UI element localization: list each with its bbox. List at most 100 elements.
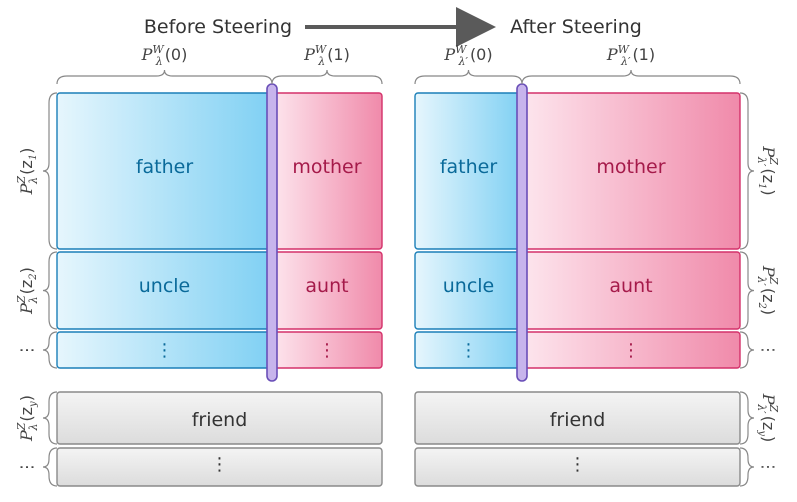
label-sub: λ′ [755, 403, 768, 414]
label-arg-sub: 2 [28, 273, 39, 280]
side-label-2: ⋮ [759, 342, 778, 358]
side-brace-3 [42, 391, 58, 445]
side-label-1-math: PZλ′(z2) [755, 265, 780, 315]
top-brace-right [521, 69, 741, 85]
label-arg-sub: 2 [756, 301, 767, 308]
label-arg: (z [759, 416, 778, 431]
cell-label-left-1: uncle [443, 275, 495, 297]
cell-label-right-1: aunt [609, 275, 652, 297]
cell-label-right-0: mother [292, 156, 361, 178]
side-label-3: PZλ′ (zy) [755, 393, 780, 442]
split-divider [516, 83, 528, 382]
top-brace-left [414, 69, 523, 85]
label-arg-sub: y [28, 401, 39, 408]
label-sub: λ′ [620, 55, 631, 68]
title-before: Before Steering [144, 16, 292, 38]
cell-label-left-0: father [136, 156, 194, 178]
side-label-2-dots: ⋮ [17, 342, 36, 358]
side-label-1: PZλ′(z2) [755, 265, 780, 315]
label-arg: (1) [632, 45, 655, 64]
label-arg: (z [759, 168, 778, 183]
label-base: P [141, 45, 153, 64]
split-divider [266, 83, 278, 382]
label-close: ) [759, 436, 778, 442]
label-arg: (1) [327, 45, 350, 64]
label-arg: (0) [470, 45, 493, 64]
side-label-4-dots: ⋮ [17, 459, 36, 475]
side-label-3-math: PZλ′ (zy) [755, 393, 780, 442]
label-base: P [606, 45, 618, 64]
label-sup: Z [767, 276, 780, 285]
label-arg: (z [17, 407, 36, 422]
label-base: P [759, 145, 778, 157]
label-sub: λ [155, 55, 163, 68]
side-label-4: ⋮ [759, 459, 778, 475]
top-brace-left [56, 69, 273, 85]
side-brace-2 [42, 331, 58, 369]
label-arg-sub: 1 [28, 154, 39, 160]
label-sup: W [618, 43, 631, 56]
side-label-0: PZλ′(z1) [755, 145, 780, 195]
label-sub: λ [317, 55, 325, 68]
side-label-4: ⋮ [17, 459, 36, 475]
side-brace-3 [739, 391, 755, 445]
gray-row-1 [414, 447, 741, 487]
cell-label-right-2: ⋮ [318, 340, 336, 361]
side-brace-4 [739, 447, 755, 487]
label-sub: λ [27, 177, 40, 185]
title-after: After Steering [510, 16, 642, 38]
side-label-3-math: PZλ(zy) [15, 395, 40, 442]
gray-row-label-0: friend [192, 409, 248, 431]
label-base: P [443, 45, 455, 64]
side-label-0-math: PZλ (z1) [15, 148, 40, 196]
label-sub: λ′ [755, 156, 768, 167]
label-sub: λ [27, 424, 40, 432]
label-arg: (z [17, 160, 36, 175]
side-label-1-math: PZλ(z2) [15, 267, 40, 315]
side-label-0-math: PZλ′(z1) [755, 145, 780, 195]
cell-label-right-0: mother [596, 156, 665, 178]
side-label-4-dots: ⋮ [759, 459, 778, 475]
cell-label-left-2: ⋮ [460, 340, 478, 361]
gray-row-1 [56, 447, 383, 487]
side-label-1: PZλ(z2) [15, 267, 40, 315]
gray-row-label-1: ⋮ [569, 454, 587, 475]
gray-row-label-0: friend [550, 409, 606, 431]
label-sub: λ [27, 296, 40, 304]
label-arg: (z [759, 288, 778, 303]
side-brace-1 [42, 251, 58, 330]
label-sup: Z [767, 404, 780, 413]
cell-label-right-1: aunt [305, 275, 348, 297]
gray-row-0 [414, 391, 741, 445]
side-label-2: ⋮ [17, 342, 36, 358]
label-base: P [759, 393, 778, 405]
label-sup: Z [15, 422, 28, 431]
top-brace-right [271, 69, 383, 85]
label-sup: W [455, 43, 468, 56]
label-close: ) [759, 309, 778, 315]
label-arg-sub: y [756, 429, 767, 436]
label-close: ) [17, 395, 36, 401]
label-sup: W [315, 43, 328, 56]
side-brace-1 [739, 251, 755, 330]
label-sup: Z [15, 176, 28, 185]
label-base: P [17, 183, 36, 195]
label-sup: Z [15, 295, 28, 304]
label-arg: (0) [165, 45, 188, 64]
side-brace-0 [739, 92, 755, 250]
cell-label-right-2: ⋮ [622, 340, 640, 361]
label-close: ) [759, 189, 778, 195]
label-close: ) [17, 148, 36, 154]
side-brace-0 [42, 92, 58, 250]
side-label-0: PZλ (z1) [15, 148, 40, 196]
gray-row-0 [56, 391, 383, 445]
side-label-2-dots: ⋮ [759, 342, 778, 358]
